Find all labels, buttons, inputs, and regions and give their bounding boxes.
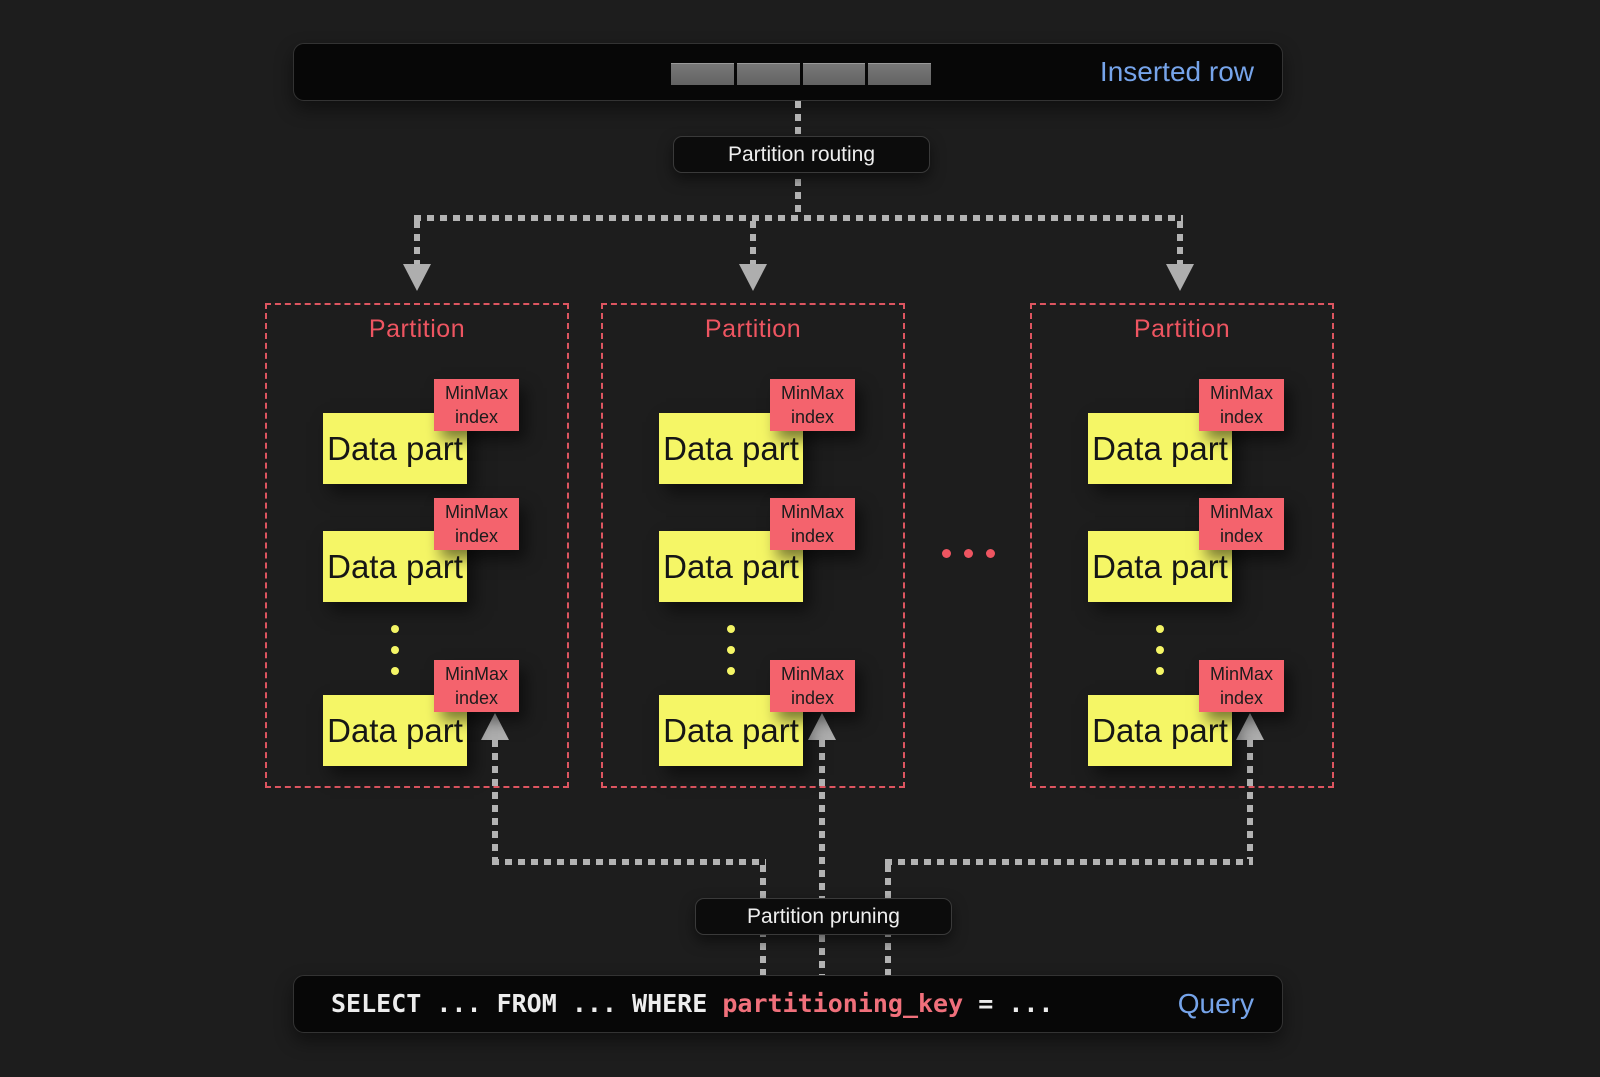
routing-fanout-line (414, 215, 1183, 221)
pruning-flow-line (492, 859, 766, 865)
inserted-row-label: Inserted row (1099, 56, 1254, 87)
pruning-flow-line (1247, 740, 1253, 859)
minmax-index-tag: MinMax index (434, 660, 519, 712)
arrow-up-icon (808, 713, 836, 740)
query-suffix: = ... (963, 989, 1054, 1018)
partition-box: Partition MinMax index Data part MinMax … (601, 303, 905, 788)
data-part: Data part (323, 695, 467, 766)
minmax-index-tag: MinMax index (770, 379, 855, 431)
more-partitions-ellipsis-icon (942, 549, 995, 558)
more-parts-ellipsis-icon (1156, 625, 1164, 675)
arrow-down-icon (739, 264, 767, 291)
row-segment-cell (802, 63, 866, 85)
partition-box: Partition MinMax index Data part MinMax … (1030, 303, 1334, 788)
more-parts-ellipsis-icon (727, 625, 735, 675)
arrow-up-icon (481, 713, 509, 740)
partition-title: Partition (368, 315, 466, 343)
query-bar: SELECT ... FROM ... WHERE partitioning_k… (293, 975, 1283, 1033)
arrow-down-icon (403, 264, 431, 291)
inserted-row-bar: Inserted row (293, 43, 1283, 101)
data-part: Data part (1088, 413, 1232, 484)
partition-title: Partition (704, 315, 802, 343)
minmax-index-tag: MinMax index (434, 379, 519, 431)
row-segment-cell (736, 63, 800, 85)
routing-drop-line (1177, 221, 1183, 264)
row-segment-cell (868, 63, 931, 85)
pruning-flow-line (885, 859, 1253, 865)
minmax-index-tag: MinMax index (434, 498, 519, 550)
arrow-down-icon (1166, 264, 1194, 291)
partition-pruning-label: Partition pruning (695, 898, 952, 935)
query-prefix: SELECT ... FROM ... WHERE (331, 989, 723, 1018)
pruning-flow-line (492, 740, 498, 859)
routing-drop-line (750, 221, 756, 264)
minmax-index-tag: MinMax index (770, 498, 855, 550)
more-parts-ellipsis-icon (391, 625, 399, 675)
partition-routing-label: Partition routing (673, 136, 930, 173)
minmax-index-tag: MinMax index (1199, 660, 1284, 712)
arrow-up-icon (1236, 713, 1264, 740)
row-segment-cell (671, 63, 734, 85)
row-segments-icon (671, 63, 931, 85)
minmax-index-tag: MinMax index (1199, 498, 1284, 550)
query-keyword-highlight: partitioning_key (722, 989, 964, 1018)
partition-title: Partition (1133, 315, 1231, 343)
pruning-flow-line (819, 740, 825, 975)
routing-drop-line (414, 221, 420, 264)
minmax-index-tag: MinMax index (770, 660, 855, 712)
query-label: Query (1177, 988, 1254, 1019)
query-text: SELECT ... FROM ... WHERE partitioning_k… (331, 976, 1053, 1032)
partition-box: Partition MinMax index Data part MinMax … (265, 303, 569, 788)
minmax-index-tag: MinMax index (1199, 379, 1284, 431)
